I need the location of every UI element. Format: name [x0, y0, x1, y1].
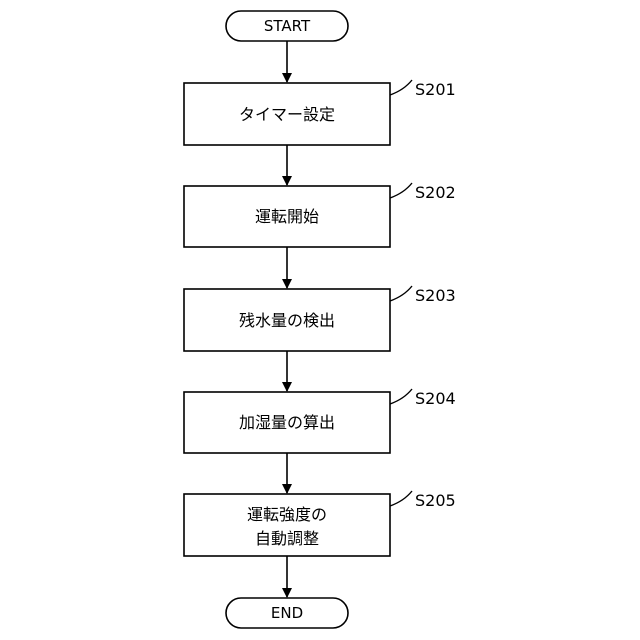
step-s202: 運転開始 S202	[184, 183, 456, 247]
step-s201: タイマー設定 S201	[184, 80, 456, 145]
step-s202-id: S202	[415, 183, 456, 202]
end-label: END	[271, 604, 303, 622]
step-s203-leader	[390, 286, 412, 301]
step-s204-id: S204	[415, 389, 456, 408]
step-s204: 加湿量の算出 S204	[184, 389, 456, 453]
step-s204-text: 加湿量の算出	[239, 413, 335, 432]
step-s205-text-line-1: 運転強度の	[247, 505, 327, 524]
start-label: START	[264, 17, 311, 35]
step-s201-id: S201	[415, 80, 456, 99]
step-s203: 残水量の検出 S203	[184, 286, 456, 351]
step-s201-leader	[390, 80, 412, 95]
step-s202-leader	[390, 183, 412, 198]
step-s203-text: 残水量の検出	[239, 311, 335, 330]
step-s201-text: タイマー設定	[239, 105, 335, 124]
start-terminal: START	[226, 11, 348, 41]
step-s205: 運転強度の 自動調整 S205	[184, 491, 456, 556]
step-s205-leader	[390, 491, 412, 506]
step-s204-leader	[390, 389, 412, 404]
step-s202-text: 運転開始	[255, 207, 319, 226]
step-s205-id: S205	[415, 491, 456, 510]
step-s203-id: S203	[415, 286, 456, 305]
end-terminal: END	[226, 598, 348, 628]
step-s205-text-line-2: 自動調整	[255, 529, 319, 548]
